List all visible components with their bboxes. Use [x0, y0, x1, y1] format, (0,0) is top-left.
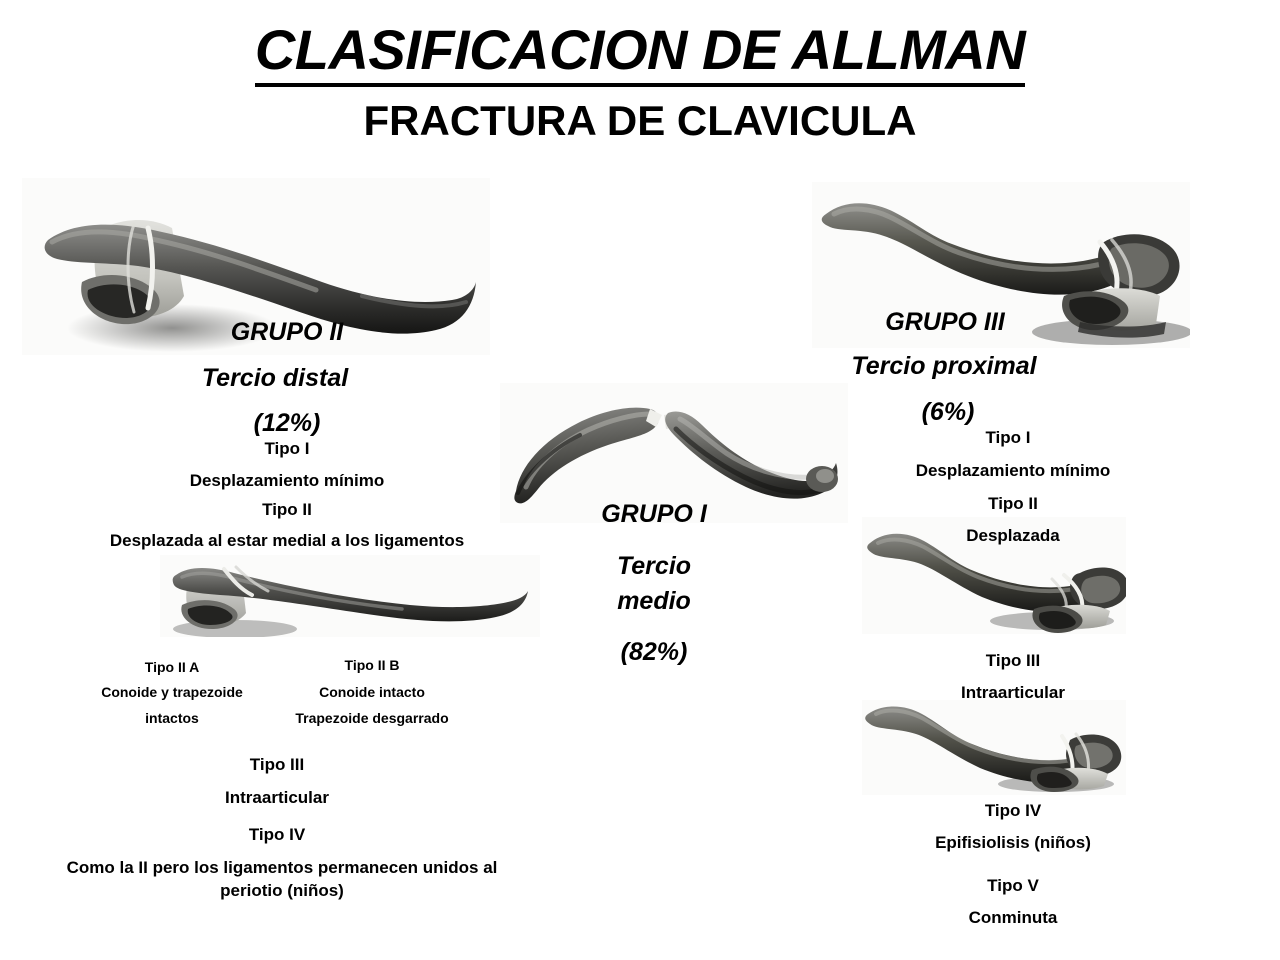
page-subtitle: FRACTURA DE CLAVICULA	[363, 97, 917, 144]
group-i-region-line1: Tercio	[616, 552, 692, 580]
group-i-region-line2: medio	[617, 587, 691, 615]
group-iii-tipo-3-desc: Intraarticular	[961, 683, 1065, 702]
group-iii-photo-mid	[862, 517, 1126, 634]
group-iii-tipo-2-label: Tipo II	[988, 494, 1038, 513]
group-ii-tipo-1-label: Tipo I	[264, 439, 310, 458]
group-ii-tipo-3-label: Tipo III	[249, 755, 305, 774]
group-iii-tipo-4-desc: Epifisiolisis (niños)	[935, 833, 1091, 852]
group-iii-tipo-4-label: Tipo IV	[984, 801, 1042, 820]
group-ii-subtype-a-label: Tipo II A	[144, 659, 200, 675]
group-iii-tipo-3-label: Tipo III	[985, 651, 1041, 670]
group-iii-percent: (6%)	[921, 398, 975, 426]
group-iii-name: GRUPO III	[885, 308, 1005, 336]
group-i-photo	[500, 383, 848, 523]
group-ii-tipo-3-desc: Intraarticular	[225, 788, 329, 807]
group-iii-tipo-1-desc: Desplazamiento mínimo	[915, 461, 1111, 480]
group-iii-region: Tercio proximal	[851, 352, 1037, 380]
group-iii-tipo-2-desc: Desplazada	[966, 526, 1060, 545]
group-iii-tipo-1-label: Tipo I	[985, 428, 1031, 447]
group-ii-subtype-b-label: Tipo II B	[344, 657, 400, 673]
group-ii-tipo-4-label: Tipo IV	[248, 825, 306, 844]
group-ii-tipo-2-label: Tipo II	[262, 500, 312, 519]
group-iii-tipo-5-desc: Conminuta	[968, 908, 1058, 927]
group-ii-tipo-2-desc: Desplazada al estar medial a los ligamen…	[109, 531, 465, 550]
group-iii-photo-top	[812, 182, 1190, 348]
group-ii-photo-top	[22, 178, 490, 355]
page-title-text: CLASIFICACION DE ALLMAN	[254, 18, 1026, 87]
group-iii-tipo-5-label: Tipo V	[987, 876, 1039, 895]
group-i-percent: (82%)	[620, 638, 688, 666]
page-title: CLASIFICACION DE ALLMAN	[0, 18, 1280, 87]
group-i-name: GRUPO I	[601, 500, 707, 528]
group-ii-photo-mid	[160, 555, 540, 637]
group-ii-name: GRUPO II	[230, 318, 344, 346]
group-ii-tipo-4-desc: Como la II pero los ligamentos permanece…	[66, 858, 498, 900]
group-ii-percent: (12%)	[253, 409, 321, 437]
group-ii-tipo-1-desc: Desplazamiento mínimo	[189, 471, 385, 490]
group-ii-subtype-a-line1: Conoide y trapezoide	[101, 684, 243, 700]
group-ii-region: Tercio distal	[201, 364, 349, 392]
group-iii-photo-bottom	[862, 700, 1126, 795]
group-ii-subtype-b-line2: Trapezoide desgarrado	[295, 710, 449, 726]
group-ii-subtype-b-line1: Conoide intacto	[319, 684, 425, 700]
group-ii-subtype-a-line2: intactos	[145, 710, 199, 726]
